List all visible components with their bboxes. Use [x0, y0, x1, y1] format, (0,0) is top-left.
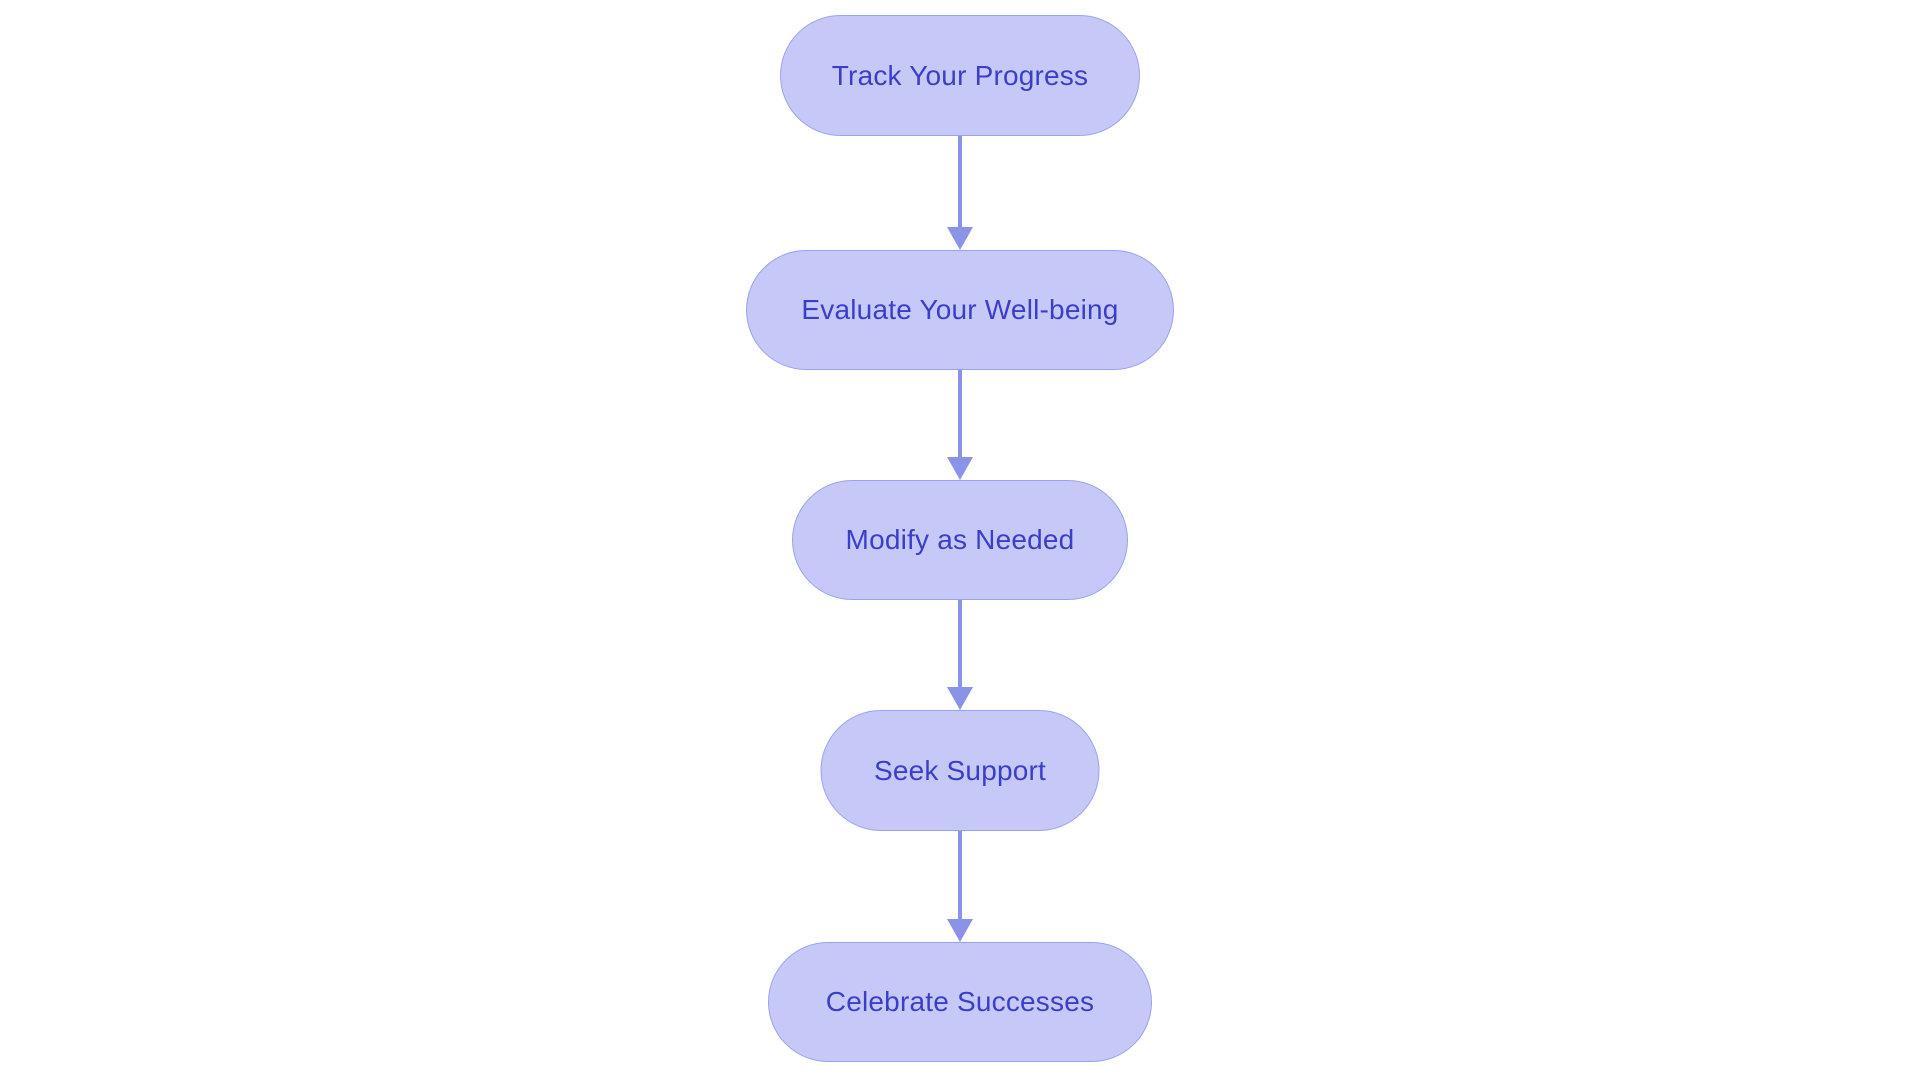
flow-node-label: Evaluate Your Well-being: [801, 294, 1119, 325]
flow-node-label: Celebrate Successes: [825, 986, 1095, 1017]
flow-node-label: Modify as Needed: [845, 524, 1075, 555]
arrow-head-icon: [947, 687, 973, 710]
arrow-line: [958, 831, 962, 921]
flow-node-label: Track Your Progress: [831, 59, 1089, 91]
flow-node-track-your-progress: Track Your Progress: [780, 15, 1140, 136]
arrow-head-icon: [947, 457, 973, 480]
arrow-head-icon: [947, 227, 973, 250]
arrow-line: [958, 370, 962, 459]
flow-node-seek-support: Seek Support: [820, 710, 1100, 831]
arrow-line: [958, 600, 962, 689]
flow-node-label: Seek Support: [873, 754, 1047, 786]
flow-node-evaluate-your-well-being: Evaluate Your Well-being: [746, 250, 1174, 370]
arrow-head-icon: [947, 919, 973, 942]
flow-node-celebrate-successes: Celebrate Successes: [768, 942, 1152, 1062]
flow-node-modify-as-needed: Modify as Needed: [792, 480, 1128, 600]
arrow-line: [958, 136, 962, 229]
